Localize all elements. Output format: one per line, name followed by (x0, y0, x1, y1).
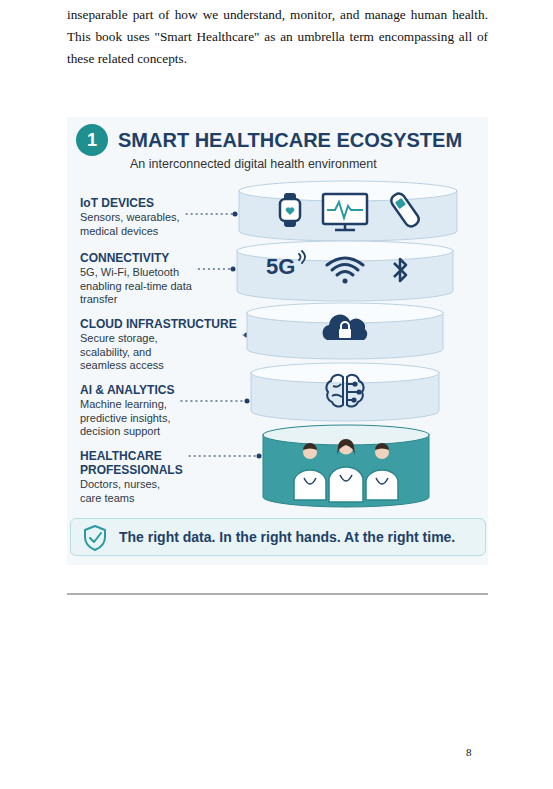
layer-description: Secure storage, scalability, and seamles… (80, 332, 180, 373)
figure-title: SMART HEALTHCARE ECOSYSTEM (118, 128, 462, 152)
network-label: 5G (266, 255, 295, 279)
layer-heading: HEALTHCARE PROFESSIONALS (80, 449, 200, 477)
leader-dot (233, 212, 238, 217)
banner-text: The right data. In the right hands. At t… (119, 528, 455, 546)
layer-disc: CLOUD INFRASTRUCTURESecure storage, scal… (246, 302, 444, 360)
callout-number: 1 (76, 124, 108, 156)
label-group: IoT DEVICESSensors, wearables, medical d… (80, 196, 185, 238)
label-group: CLOUD INFRASTRUCTURESecure storage, scal… (80, 317, 237, 373)
monitor-icon (323, 194, 367, 230)
label-group: CONNECTIVITY5G, Wi-Fi, Bluetooth enablin… (80, 251, 195, 307)
healthcare-team-icon (294, 439, 398, 502)
shield-check-icon (85, 526, 105, 550)
wifi-icon (327, 258, 363, 284)
leader-line (180, 400, 247, 401)
body-paragraph: inseparable part of how we understand, m… (67, 4, 488, 70)
bluetooth-icon (394, 259, 406, 281)
disc-shape (250, 362, 440, 422)
watch-icon (280, 193, 300, 227)
disc-shape (262, 424, 430, 508)
leader-dot (245, 399, 250, 404)
layer-disc: CONNECTIVITY5G, Wi-Fi, Bluetooth enablin… (236, 240, 454, 302)
label-group: AI & ANALYTICSMachine learning, predicti… (80, 383, 180, 439)
cloud-lock-icon (323, 315, 368, 340)
leader-line (186, 213, 235, 214)
layer-heading: IoT DEVICES (80, 196, 185, 210)
leader-line (189, 455, 259, 456)
leader-dot (257, 454, 262, 459)
device-icon (389, 191, 421, 229)
subtitle: An interconnected digital health environ… (130, 156, 377, 172)
layer-description: 5G, Wi-Fi, Bluetooth enabling real-time … (80, 266, 195, 307)
label-group: HEALTHCARE PROFESSIONALSDoctors, nurses,… (80, 449, 200, 505)
leader-dot (231, 267, 236, 272)
signal-arcs (299, 251, 305, 263)
disc-top (247, 303, 443, 323)
layer-disc: IoT DEVICESSensors, wearables, medical d… (238, 180, 458, 242)
layer-disc: HEALTHCARE PROFESSIONALSDoctors, nurses,… (262, 424, 430, 508)
disc-top (263, 425, 429, 445)
leader-line (198, 268, 233, 269)
disc-top (239, 181, 457, 201)
callout-badge: 1 (76, 124, 108, 156)
disc-shape (246, 302, 444, 360)
banner-box: The right data. In the right hands. At t… (70, 518, 486, 556)
rule-line (67, 593, 488, 595)
figure-panel (67, 117, 488, 565)
disc-top (251, 363, 439, 383)
layer-heading: CONNECTIVITY (80, 251, 195, 265)
brain-icon (326, 375, 363, 407)
layer-disc: AI & ANALYTICSMachine learning, predicti… (250, 362, 440, 422)
layer-description: Machine learning, predictive insights, d… (80, 398, 180, 439)
layer-heading: AI & ANALYTICS (80, 383, 180, 397)
layer-description: Doctors, nurses, care teams (80, 478, 175, 505)
disc-shape (238, 180, 458, 242)
page-number: 8 (466, 745, 472, 759)
layer-description: Sensors, wearables, medical devices (80, 211, 185, 238)
layer-heading: CLOUD INFRASTRUCTURE (80, 317, 237, 331)
